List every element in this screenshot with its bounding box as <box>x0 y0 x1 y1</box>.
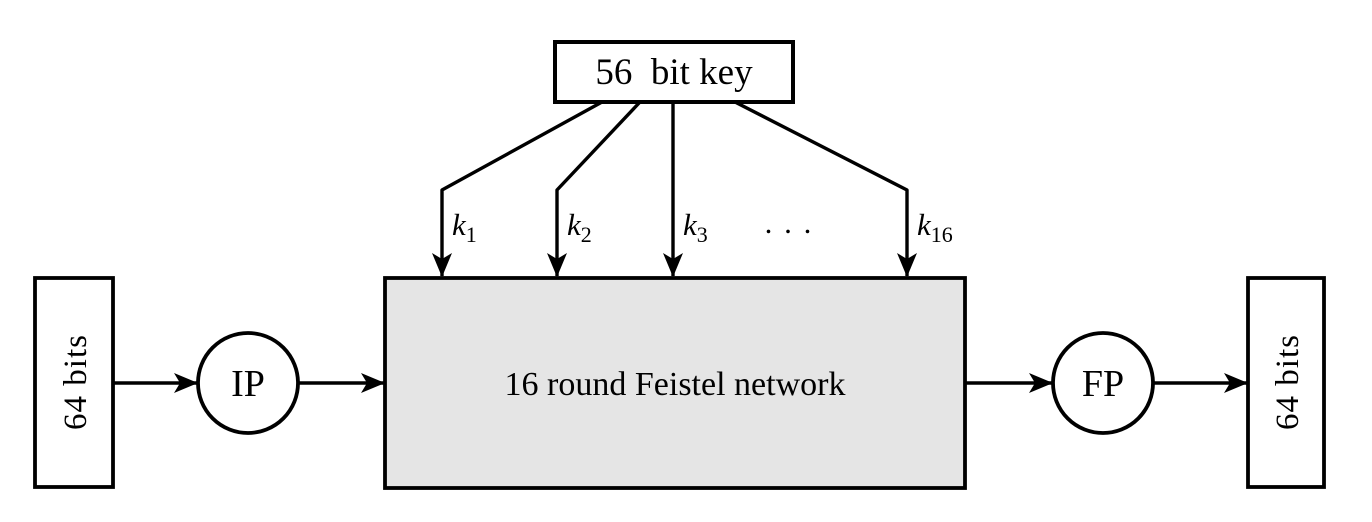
input-box <box>33 276 115 489</box>
subkey-label-k1: k1 <box>452 207 477 247</box>
fp-node <box>1051 331 1155 435</box>
feistel-box-label: 16 round Feistel network <box>505 366 846 403</box>
ip-node <box>196 331 300 435</box>
subkey-label-k2: k2 <box>567 207 592 247</box>
key-arrow-k2 <box>547 100 642 277</box>
subkey-label-k16: k16 <box>917 207 953 247</box>
feistel-box <box>383 276 967 490</box>
subkeys-ellipsis: . . . <box>765 205 814 240</box>
ip-node-label: IP <box>231 363 265 405</box>
key-box-label: 56 bit key <box>595 52 753 93</box>
output-box-label: 64 bits <box>1270 334 1306 430</box>
key-arrow-k1 <box>432 100 603 277</box>
fp-node-label: FP <box>1082 363 1124 405</box>
subkey-label-k3: k3 <box>683 207 708 247</box>
output-box <box>1246 276 1326 489</box>
key-arrow-k16 <box>734 100 917 277</box>
input-box-label: 64 bits <box>58 334 94 430</box>
key-box <box>553 40 795 104</box>
